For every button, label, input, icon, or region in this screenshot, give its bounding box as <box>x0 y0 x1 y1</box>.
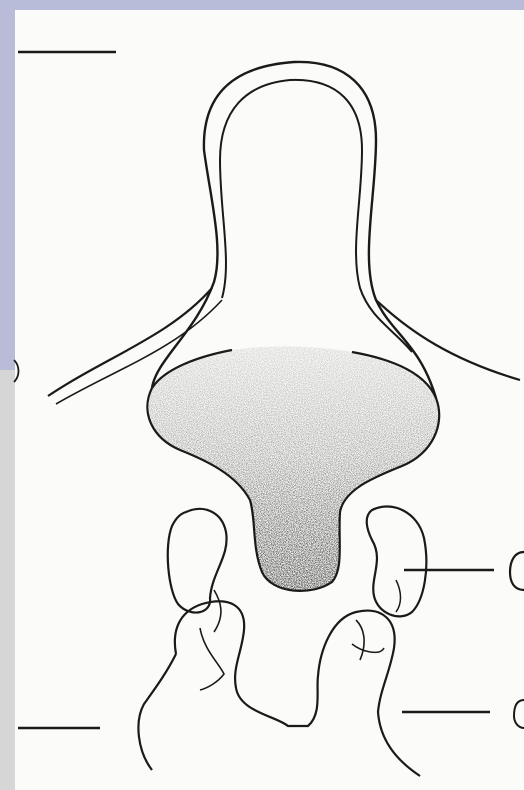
left-foot-notch <box>214 590 221 632</box>
cropped-label-fragment-bottom <box>514 700 524 728</box>
left-lower-foot <box>175 601 420 776</box>
right-foot-notch <box>356 620 364 660</box>
shaded-lower-bulb <box>140 340 450 600</box>
right-upper-lobe <box>367 506 427 616</box>
cropped-label-fragment-mid <box>510 552 524 590</box>
left-foot-outer-edge <box>138 654 176 770</box>
cropped-label-fragment-left <box>14 360 19 382</box>
right-lobe-inner-mark <box>396 580 401 612</box>
right-foot-inner-mark <box>352 644 384 652</box>
left-foot-inner-mark <box>200 628 224 690</box>
